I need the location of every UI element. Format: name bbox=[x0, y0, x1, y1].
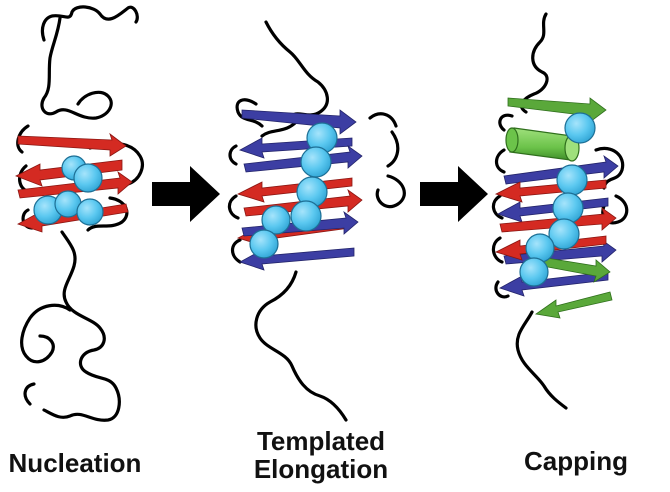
side-chain-sphere bbox=[249, 229, 279, 259]
beta-strand-arrow-icon bbox=[534, 291, 613, 319]
side-chain-sphere bbox=[552, 192, 584, 224]
stage-label-capping: Capping bbox=[524, 446, 628, 476]
side-chain-sphere bbox=[73, 163, 103, 193]
green-cap-elements bbox=[505, 97, 607, 162]
elongation-panel: Templated Elongation bbox=[227, 20, 406, 484]
beta-strand-arrow-icon bbox=[499, 271, 609, 297]
side-chain-sphere bbox=[548, 218, 580, 250]
beta-strand-arrow-icon bbox=[17, 170, 133, 199]
nucleation-panel: Nucleation bbox=[9, 5, 144, 478]
side-chain-sphere bbox=[564, 112, 596, 144]
beta-strand-arrow-icon bbox=[241, 109, 357, 135]
side-chain-spheres bbox=[33, 155, 104, 226]
capping-panel: Capping bbox=[491, 12, 629, 476]
beta-strand-arrow-icon bbox=[17, 132, 127, 157]
red-beta-strands bbox=[15, 132, 133, 233]
process-arrow-icon bbox=[152, 166, 220, 222]
side-chain-sphere bbox=[525, 233, 555, 263]
peptide-chain bbox=[227, 20, 406, 422]
side-chain-spheres bbox=[249, 122, 338, 259]
side-chain-sphere bbox=[290, 200, 322, 232]
helix-cylinder-icon bbox=[505, 127, 580, 162]
green-beta-strands bbox=[531, 255, 613, 319]
process-arrow-icon bbox=[420, 166, 488, 222]
peptide-chain bbox=[491, 12, 629, 410]
stage-label-elongation-line1: Templated bbox=[257, 426, 385, 456]
side-chain-sphere bbox=[300, 146, 332, 178]
side-chain-sphere bbox=[556, 164, 588, 196]
side-chain-spheres bbox=[519, 112, 596, 287]
beta-strand-arrow-icon bbox=[507, 97, 607, 123]
side-chain-sphere bbox=[76, 198, 104, 226]
side-chain-sphere bbox=[261, 205, 291, 235]
stage-label-nucleation: Nucleation bbox=[9, 448, 142, 478]
side-chain-sphere bbox=[519, 257, 549, 287]
stage-label-elongation-line2: Elongation bbox=[254, 454, 388, 484]
